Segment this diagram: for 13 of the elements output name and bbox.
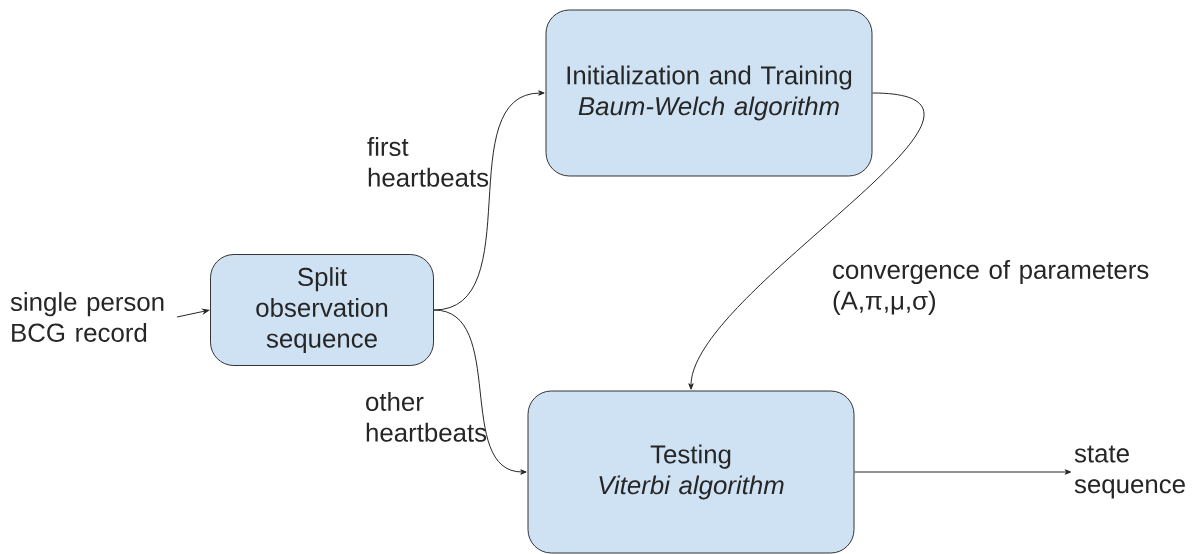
arrow [176,308,210,318]
flow-text: single person BCG record [10,292,164,342]
arrow [433,90,545,311]
edge-label: other heartbeats [363,390,487,444]
arrow [688,92,924,390]
edge-label: convergence of parameters (A,π,μ,σ) [830,258,1164,317]
arrow [433,309,527,475]
process-box: Initialization and Training Baum-Welch algorithm [545,9,873,177]
arrow [854,469,1072,475]
edge-label: first heartbeats [365,135,489,189]
process-box: Testing Viterbi algorithm [527,390,855,554]
flow-text: state sequence [1074,445,1185,499]
process-box: Split observation sequence [210,254,434,366]
